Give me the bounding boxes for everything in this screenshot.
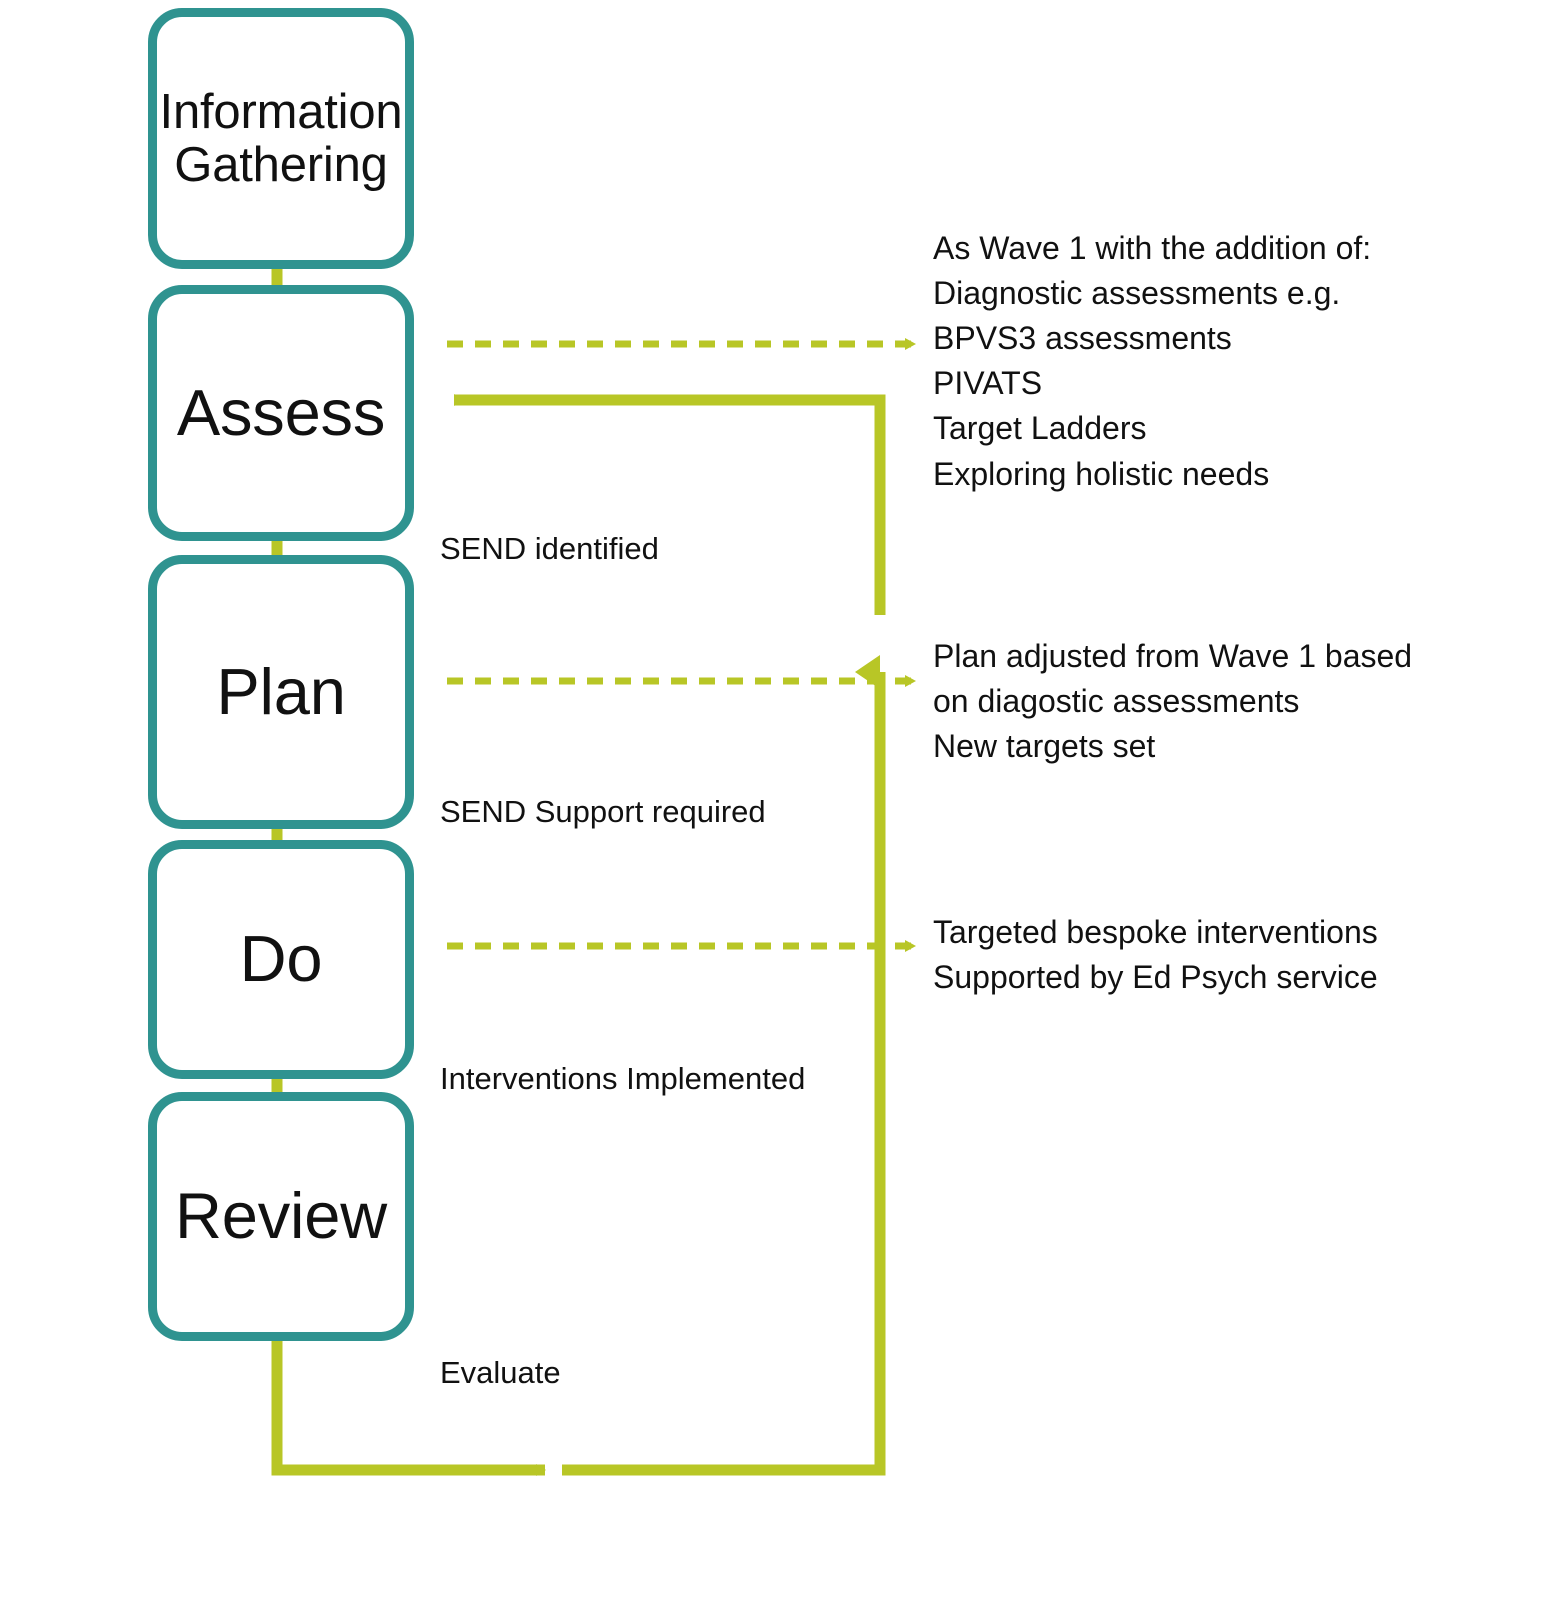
edge-label-evaluate: Evaluate bbox=[440, 1355, 561, 1390]
node-review[interactable]: Review bbox=[148, 1092, 414, 1341]
node-information-gathering[interactable]: Information Gathering bbox=[148, 8, 414, 269]
node-label-assess: Assess bbox=[176, 375, 386, 449]
node-label-review: Review bbox=[175, 1179, 387, 1253]
edge-label-send-support-required: SEND Support required bbox=[440, 794, 766, 829]
edge-return-to-assess bbox=[454, 394, 886, 615]
node-plan[interactable]: Plan bbox=[148, 555, 414, 829]
node-assess[interactable]: Assess bbox=[148, 285, 414, 541]
edge-review-evaluate-out bbox=[271, 1310, 546, 1476]
node-label-do: Do bbox=[239, 922, 323, 996]
node-do[interactable]: Do bbox=[148, 840, 414, 1079]
edge-label-interventions-implemented: Interventions Implemented bbox=[440, 1061, 806, 1096]
edge-evaluate-riser bbox=[562, 655, 886, 1476]
note-do: Targeted bespoke interventions Supported… bbox=[933, 914, 1378, 996]
node-label-information-gathering: Information Gathering bbox=[159, 84, 403, 192]
note-assess: As Wave 1 with the addition of: Diagnost… bbox=[933, 230, 1372, 492]
node-label-plan: Plan bbox=[216, 654, 346, 728]
edge-label-send-identified: SEND identified bbox=[440, 531, 659, 566]
note-plan: Plan adjusted from Wave 1 based on diago… bbox=[933, 638, 1413, 765]
